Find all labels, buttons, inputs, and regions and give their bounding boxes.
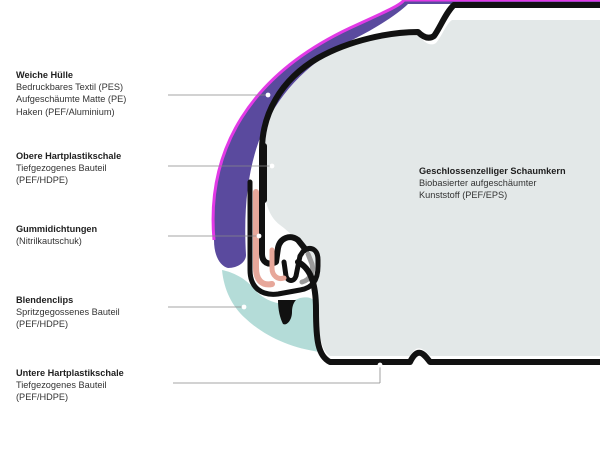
callout-upper-shell: Obere Hartplastikschale Tiefgezogenes Ba… bbox=[16, 150, 121, 187]
callout-rubber-seals-line-1: (Nitrilkautschuk) bbox=[16, 236, 82, 247]
blend-clip-stem bbox=[278, 300, 296, 325]
lower-hard-shell-line bbox=[295, 259, 600, 365]
callout-foam-core-line-2: Kunststoff (PEF/EPS) bbox=[419, 190, 508, 201]
callout-lower-shell-line-2: (PEF/HDPE) bbox=[16, 392, 69, 403]
blend-clip-shape bbox=[222, 270, 320, 352]
callout-blend-clips-title: Blendenclips bbox=[16, 295, 74, 305]
callout-foam-core-title: Geschlossenzelliger Schaumkern bbox=[419, 166, 566, 176]
callout-soft-shell-line-3: Haken (PEF/Aluminium) bbox=[16, 106, 115, 117]
callout-upper-shell-line-1: Tiefgezogenes Bauteil bbox=[16, 163, 107, 174]
callout-upper-shell-line-2: (PEF/HDPE) bbox=[16, 175, 69, 186]
callout-blend-clips-line-1: Spritzgegossenes Bauteil bbox=[16, 307, 120, 318]
rubber-seal-left bbox=[253, 189, 275, 288]
leader-lines bbox=[168, 94, 381, 384]
callout-lower-shell: Untere Hartplastikschale Tiefgezogenes B… bbox=[16, 367, 124, 404]
callout-blend-clips: Blendenclips Spritzgegossenes Bauteil (P… bbox=[16, 294, 120, 331]
dot-rubber-seals bbox=[256, 233, 262, 239]
callout-soft-shell-title: Weiche Hülle bbox=[16, 70, 74, 80]
leader-dots bbox=[241, 92, 383, 368]
dot-upper-shell bbox=[269, 163, 275, 169]
soft-shell-shape bbox=[213, 0, 600, 268]
rubber-seal-right bbox=[269, 247, 287, 281]
callout-soft-shell-line-2: Aufgeschäumte Matte (PE) bbox=[16, 94, 127, 105]
callout-rubber-seals-title: Gummidichtungen bbox=[16, 224, 98, 234]
callout-foam-core: Geschlossenzelliger Schaumkern Biobasier… bbox=[419, 165, 566, 202]
callout-foam-core-line-1: Biobasierter aufgeschäumter bbox=[419, 178, 537, 189]
callout-soft-shell-line-1: Bedruckbares Textil (PES) bbox=[16, 82, 124, 93]
foam-core-shape bbox=[263, 20, 600, 356]
callout-upper-shell-title: Obere Hartplastikschale bbox=[16, 151, 122, 161]
soft-shell-edge bbox=[211, 0, 600, 241]
callout-rubber-seals: Gummidichtungen (Nitrilkautschuk) bbox=[16, 223, 97, 247]
callout-blend-clips-line-2: (PEF/HDPE) bbox=[16, 319, 69, 330]
inner-hard-shell-line bbox=[247, 179, 321, 297]
callout-soft-shell: Weiche Hülle Bedruckbares Textil (PES) A… bbox=[16, 69, 126, 118]
dot-soft-shell bbox=[265, 92, 271, 98]
dot-blend-clips bbox=[241, 304, 247, 310]
callout-lower-shell-title: Untere Hartplastikschale bbox=[16, 368, 124, 378]
callout-lower-shell-line-1: Tiefgezogenes Bauteil bbox=[16, 380, 107, 391]
dot-lower-shell bbox=[377, 362, 383, 368]
upper-hard-shell-line bbox=[259, 2, 600, 267]
